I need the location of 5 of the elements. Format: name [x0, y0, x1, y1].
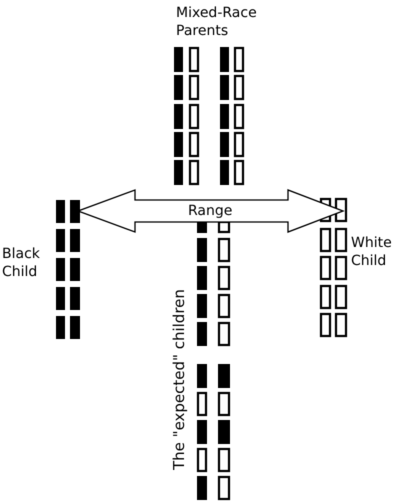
heading: Mixed-Race Parents [176, 4, 258, 40]
child-label: Black Child [2, 245, 41, 281]
arrow-label: Range [188, 202, 232, 220]
rotated-label: The "expected" children [170, 289, 188, 470]
child-label: White Child [351, 234, 393, 270]
